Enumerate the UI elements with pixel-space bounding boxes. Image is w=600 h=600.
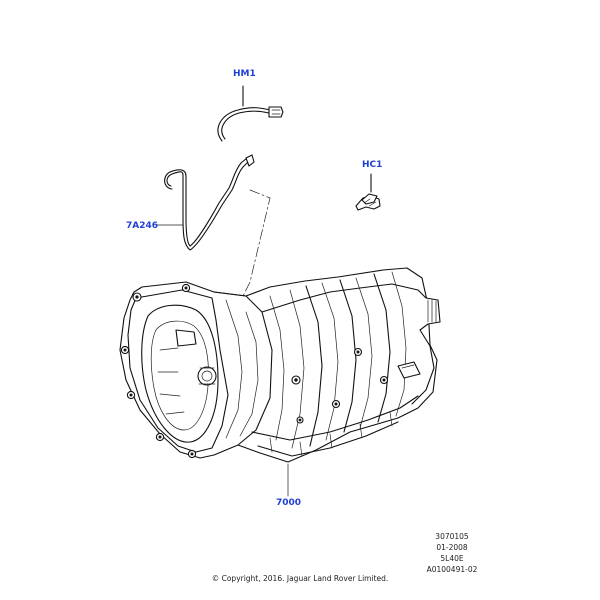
wiring-harness-hm1 bbox=[217, 85, 284, 142]
reference-code: 3070105 bbox=[435, 532, 469, 541]
dipstick-tube-7a246 bbox=[155, 154, 255, 251]
copyright-notice: © Copyright, 2016. Jaguar Land Rover Lim… bbox=[211, 574, 389, 583]
illustration-id: A0100491-02 bbox=[426, 565, 478, 574]
case-bolts bbox=[291, 347, 389, 424]
input-shaft bbox=[197, 366, 217, 386]
output-shaft bbox=[417, 289, 441, 331]
callout-hc1[interactable]: HC1 bbox=[362, 160, 383, 170]
clip-hc1 bbox=[355, 173, 381, 211]
callout-hm1[interactable]: HM1 bbox=[233, 69, 256, 79]
bell-housing-bolts bbox=[120, 283, 197, 459]
transmission-assembly-7000 bbox=[119, 267, 441, 463]
callout-7000[interactable]: 7000 bbox=[276, 498, 302, 508]
assembly-guide-line bbox=[242, 189, 271, 297]
reference-model: 5L40E bbox=[440, 554, 464, 563]
reference-date: 01-2008 bbox=[436, 543, 468, 552]
callout-7a246[interactable]: 7A246 bbox=[126, 221, 159, 231]
